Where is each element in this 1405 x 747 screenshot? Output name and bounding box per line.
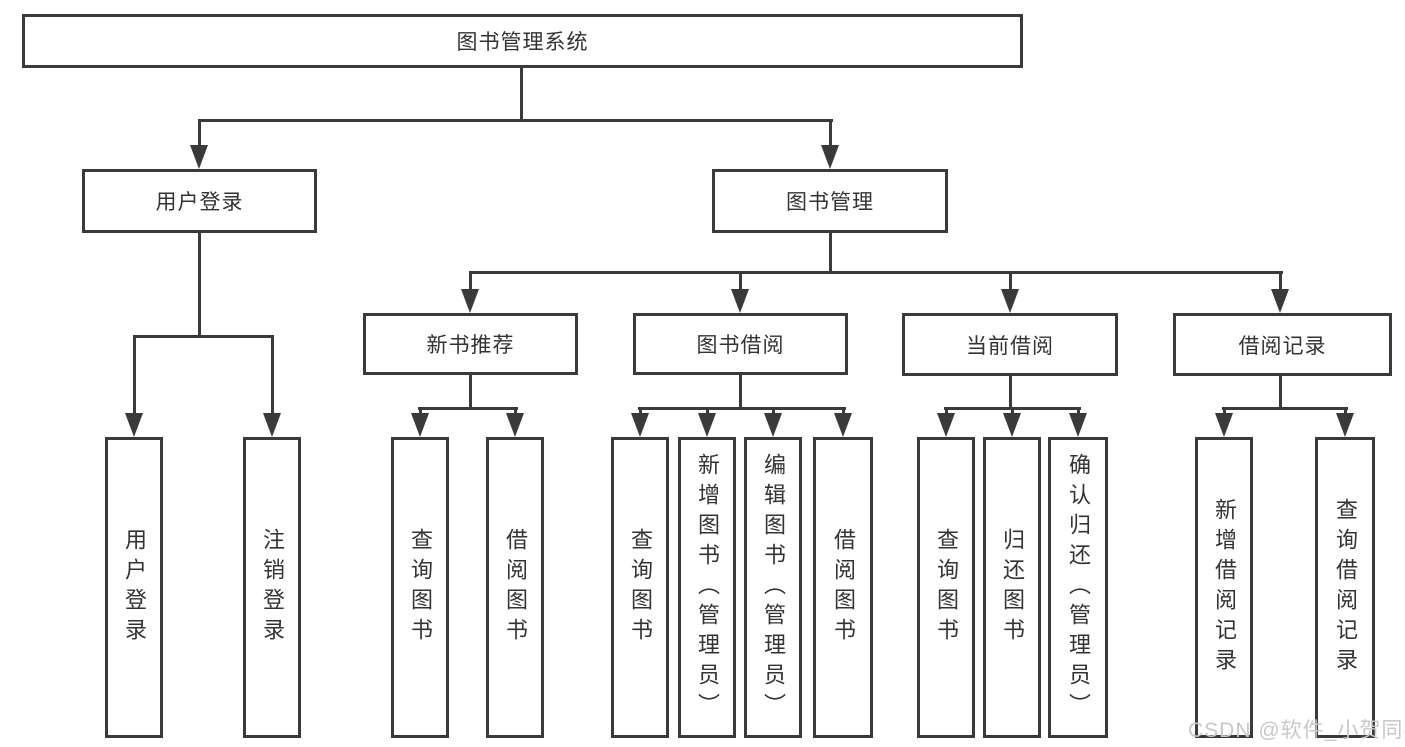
node-leaf-query-borrow-record: 查询借阅记录 [1315, 437, 1375, 738]
watermark: CSDN @软件_小贺同学 [1188, 719, 1405, 742]
connector-borrow-drop [739, 271, 742, 289]
node-leaf-confirm-return-admin: 确认归还（管理员） [1048, 437, 1108, 738]
connector-g2-rail [418, 407, 518, 410]
connector-book-mgmt-stem [829, 233, 832, 271]
node-book-management: 图书管理 [712, 169, 948, 233]
connector-user-login-stem [198, 232, 201, 335]
connector-g5-stem [1279, 376, 1282, 407]
connector-user-login-drop [198, 119, 201, 145]
arrow-down-icon [764, 413, 782, 437]
node-current-borrowing: 当前借阅 [902, 313, 1118, 376]
node-leaf-borrow-books-2: 借阅图书 [813, 437, 873, 738]
node-new-book-recommend: 新书推荐 [363, 313, 578, 375]
arrow-down-icon [190, 145, 208, 169]
connector-g5a-drop [1223, 407, 1226, 413]
node-leaf-logout: 注销登录 [243, 437, 301, 738]
node-leaf-add-borrow-record: 新增借阅记录 [1195, 437, 1253, 738]
connector-g3-stem [739, 375, 742, 407]
node-leaf-query-books-1: 查询图书 [391, 437, 449, 738]
arrow-down-icon [731, 289, 749, 313]
connector-g3b-drop [706, 407, 709, 413]
connector-level2-rail [198, 119, 833, 122]
node-leaf-query-books-2: 查询图书 [611, 437, 669, 738]
connector-book-mgmt-drop [829, 119, 832, 145]
node-borrow-records: 借阅记录 [1173, 313, 1392, 376]
node-leaf-return-books: 归还图书 [983, 437, 1041, 738]
connector-g5-rail [1222, 407, 1348, 410]
node-user-login: 用户登录 [82, 169, 317, 233]
connector-root-stem [520, 68, 523, 119]
arrow-down-icon [506, 413, 524, 437]
connector-record-drop [1279, 271, 1282, 289]
connector-g5b-drop [1344, 407, 1347, 413]
connector-g4b-drop [1011, 407, 1014, 413]
connector-g4c-drop [1077, 407, 1080, 413]
arrow-down-icon [937, 413, 955, 437]
connector-g2a-drop [419, 407, 422, 413]
arrow-down-icon [263, 413, 281, 437]
node-leaf-query-books-3: 查询图书 [917, 437, 975, 738]
arrow-down-icon [1001, 289, 1019, 313]
node-leaf-user-login: 用户登录 [105, 437, 163, 738]
connector-user-login-rail [133, 335, 274, 338]
connector-g4-stem [1009, 376, 1012, 407]
node-leaf-borrow-books-1: 借阅图书 [486, 437, 544, 738]
arrow-down-icon [821, 145, 839, 169]
arrow-down-icon [1069, 413, 1087, 437]
arrow-down-icon [1336, 413, 1354, 437]
connector-logout-drop [271, 335, 274, 413]
connector-g4a-drop [945, 407, 948, 413]
node-leaf-add-books-admin: 新增图书（管理员） [678, 437, 736, 738]
arrow-down-icon [631, 413, 649, 437]
arrow-down-icon [125, 413, 143, 437]
connector-g3d-drop [842, 407, 845, 413]
connector-g3c-drop [772, 407, 775, 413]
arrow-down-icon [411, 413, 429, 437]
connector-g2-stem [469, 375, 472, 407]
arrow-down-icon [1215, 413, 1233, 437]
connector-level3-rail [469, 271, 1283, 274]
connector-current-drop [1009, 271, 1012, 289]
arrow-down-icon [698, 413, 716, 437]
connector-newbook-drop [469, 271, 472, 289]
node-book-borrowing: 图书借阅 [633, 313, 848, 375]
arrow-down-icon [1271, 289, 1289, 313]
arrow-down-icon [461, 289, 479, 313]
node-leaf-edit-books-admin: 编辑图书（管理员） [744, 437, 802, 738]
arrow-down-icon [834, 413, 852, 437]
connector-g3a-drop [639, 407, 642, 413]
connector-g3-rail [638, 407, 846, 410]
connector-g2b-drop [514, 407, 517, 413]
connector-login-drop [133, 335, 136, 413]
arrow-down-icon [1003, 413, 1021, 437]
node-library-system: 图书管理系统 [22, 14, 1023, 68]
